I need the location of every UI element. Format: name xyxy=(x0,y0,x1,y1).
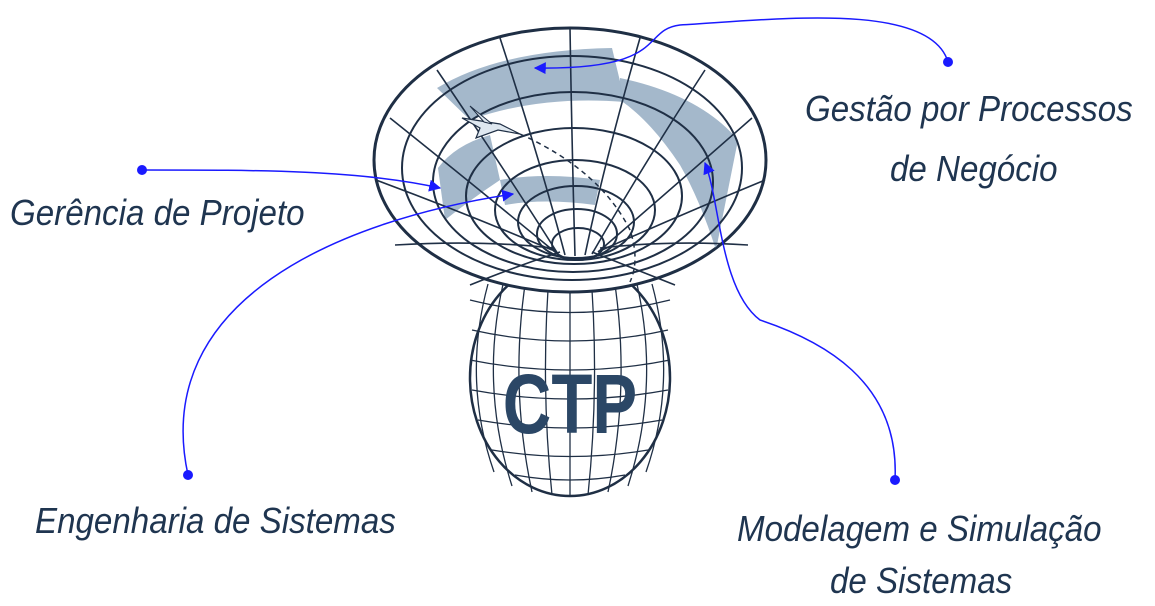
ctp-label: CTP xyxy=(503,358,637,452)
connector-gerencia xyxy=(141,169,442,192)
connector-dots xyxy=(137,57,953,485)
connectors xyxy=(141,17,949,481)
label-modelagem-line1: Modelagem e Simulação xyxy=(737,508,1102,549)
label-gestao-line1: Gestão por Processos xyxy=(805,88,1133,129)
dot-modelagem xyxy=(890,475,900,485)
funnel-bowl xyxy=(372,26,768,294)
connector-modelagem xyxy=(703,161,896,481)
label-gerencia: Gerência de Projeto xyxy=(10,192,305,234)
label-engenharia: Engenharia de Sistemas xyxy=(35,500,396,542)
label-engenharia-line1: Engenharia de Sistemas xyxy=(35,500,396,541)
connector-gestao xyxy=(533,17,949,75)
label-modelagem-line2: de Sistemas xyxy=(830,560,1013,601)
aircraft-icon xyxy=(461,105,636,283)
label-gerencia-line1: Gerência de Projeto xyxy=(10,192,305,233)
dot-engenharia xyxy=(183,470,193,480)
label-gestao: Gestão por Processos xyxy=(805,88,1133,130)
dot-gerencia xyxy=(137,165,147,175)
connector-engenharia xyxy=(182,189,515,476)
label-modelagem-line2-wrap: de Sistemas xyxy=(830,560,1012,602)
label-modelagem: Modelagem e Simulação xyxy=(737,508,1102,550)
label-gestao-line2: de Negócio xyxy=(890,148,1058,189)
label-gestao-line2-wrap: de Negócio xyxy=(890,148,1058,190)
dot-gestao xyxy=(943,57,953,67)
